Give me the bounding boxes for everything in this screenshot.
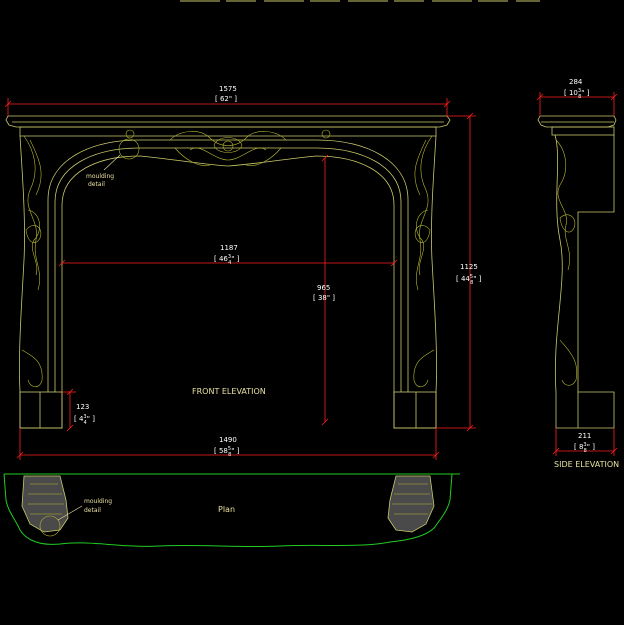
- dim-opening-height-mm: 965: [317, 284, 330, 292]
- dim-base-depth-mm: 211: [578, 432, 591, 440]
- dim-plinth-height-mm: 123: [76, 403, 89, 411]
- plan-label: Plan: [218, 505, 235, 514]
- side-elevation-label: SIDE ELEVATION: [554, 460, 619, 469]
- front-elevation-label: FRONT ELEVATION: [192, 387, 266, 396]
- plan-moulding-label-2: detail: [84, 507, 101, 514]
- dim-overall-width-in: [ 62" ]: [215, 95, 237, 103]
- dim-overall-height-mm: 1125: [460, 263, 478, 271]
- dim-base-width-mm: 1490: [219, 436, 237, 444]
- dim-opening-width-mm: 1187: [220, 244, 238, 252]
- dim-shelf-depth-mm: 284: [569, 78, 583, 86]
- moulding-detail-label-2: detail: [88, 181, 105, 188]
- front-elevation: moulding detail FRONT ELEVATION: [5, 115, 451, 429]
- moulding-detail-label-1: moulding: [86, 173, 114, 180]
- plan-view: moulding detail Plan: [3, 473, 460, 548]
- dim-opening-height-in: [ 38" ]: [313, 294, 335, 302]
- plan-moulding-label-1: moulding: [84, 498, 112, 505]
- dim-overall-width-mm: 1575: [219, 85, 237, 93]
